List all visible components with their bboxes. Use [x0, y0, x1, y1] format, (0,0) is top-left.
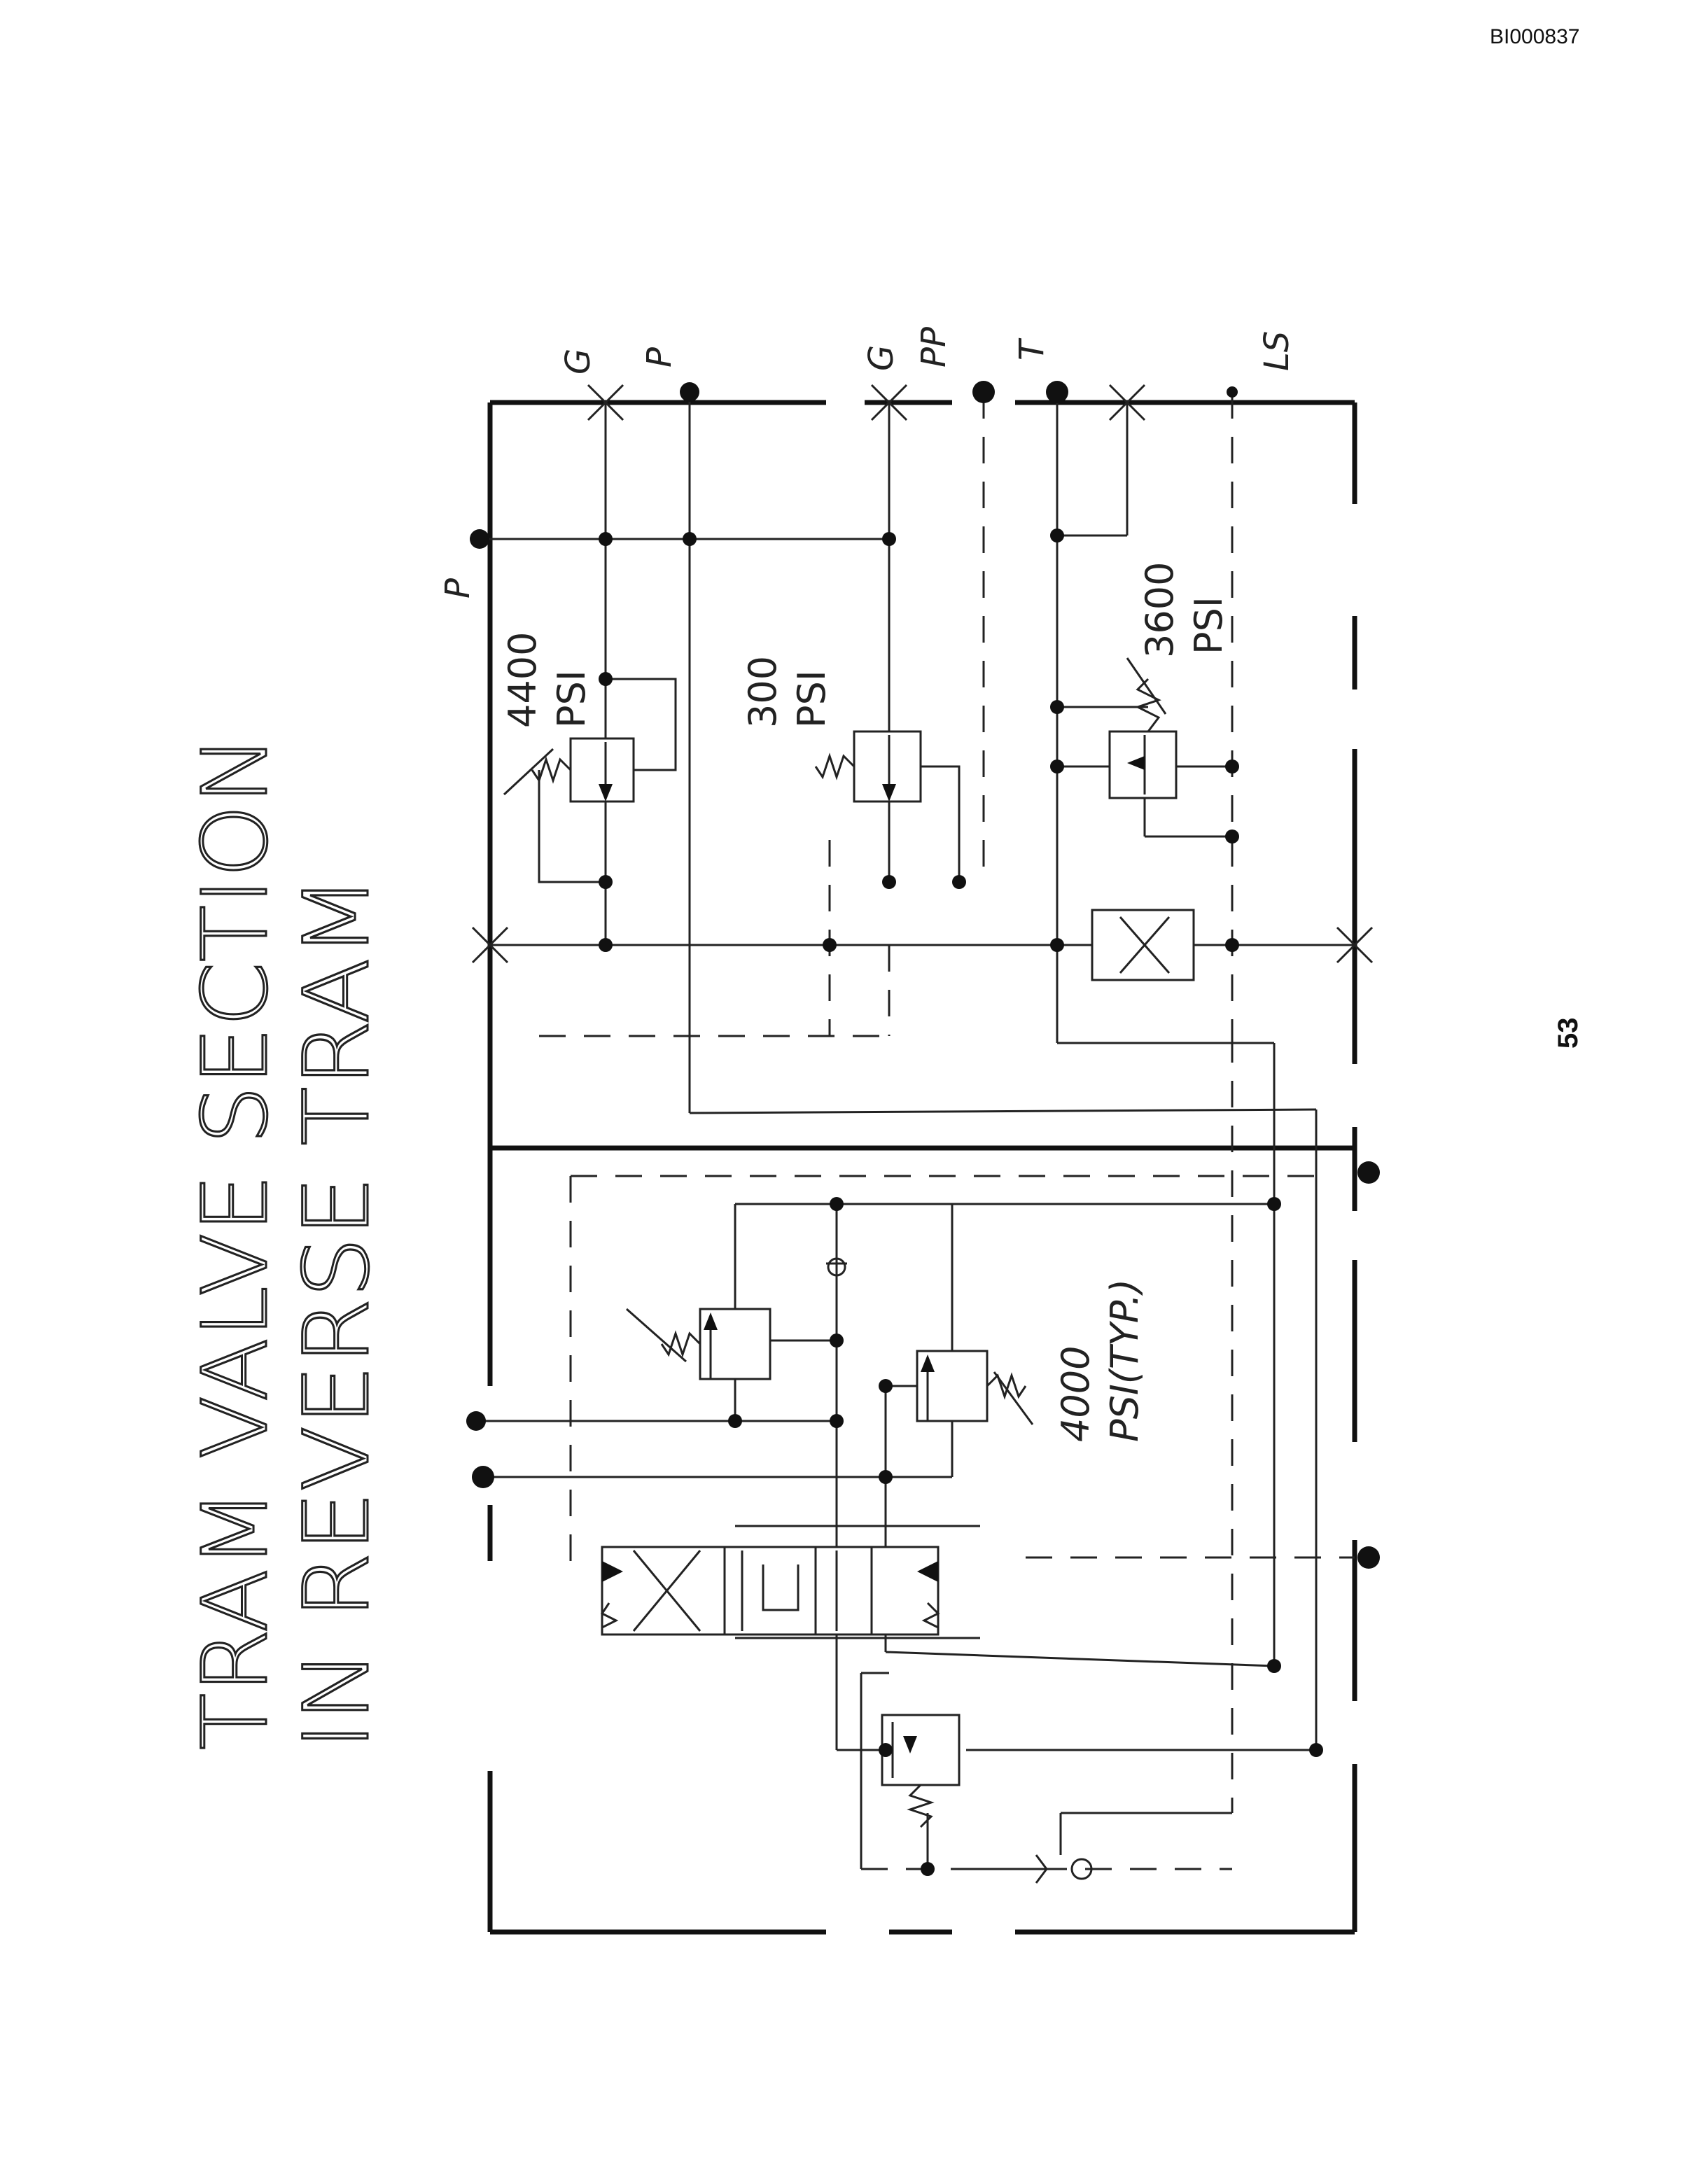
pressure-compensator — [881, 1714, 961, 1828]
port-p-left: P — [438, 578, 477, 598]
valve-housing — [487, 400, 1357, 1935]
junction-dots — [466, 381, 1380, 1876]
port-g-top: G — [559, 349, 598, 374]
check-valve-upper — [826, 1257, 847, 1277]
label-3600-value: 3600 — [1138, 562, 1182, 658]
label-4400-unit: PSI — [550, 670, 594, 728]
port-g-mid: G — [862, 345, 901, 371]
relief-valve-4000-b — [916, 1350, 1034, 1425]
pilot-lines — [539, 392, 1355, 1870]
port-pp: PP — [914, 327, 954, 368]
title-line-1: TRAM VALVE SECTION — [183, 735, 288, 1750]
port-t: T — [1012, 337, 1052, 360]
port-labels: G P G PP T LS P — [438, 327, 1297, 598]
label-4000-value: 4000 — [1054, 1346, 1098, 1442]
orifice-block — [1091, 909, 1195, 981]
label-3600-unit: PSI — [1187, 596, 1231, 654]
diagram-title: TRAM VALVE SECTION IN REVERSE TRAM — [183, 734, 391, 1751]
label-4400-value: 4400 — [501, 632, 545, 728]
check-valve-lower — [1035, 1854, 1093, 1884]
upper-piping — [480, 392, 1355, 1114]
label-4000-unit: PSI(TYP.) — [1103, 1279, 1147, 1442]
port-ls: LS — [1257, 331, 1297, 371]
title-line-2: IN REVERSE TRAM — [285, 875, 389, 1750]
pressure-labels: 4400 PSI 300 PSI 3600 PSI 4000 PSI(TYP.) — [501, 562, 1231, 1442]
directional-control-valve — [600, 1546, 940, 1636]
label-300-unit: PSI — [790, 670, 834, 728]
relief-valve-300 — [814, 730, 961, 882]
relief-valve-3600 — [1108, 657, 1178, 799]
port-p-top: P — [640, 347, 679, 368]
port-crosses — [471, 384, 1374, 964]
label-300-value: 300 — [741, 656, 785, 728]
relief-valve-4000-a — [626, 1308, 771, 1380]
document-id: BI000837 — [1490, 25, 1580, 48]
relief-valve-4400 — [503, 678, 677, 883]
